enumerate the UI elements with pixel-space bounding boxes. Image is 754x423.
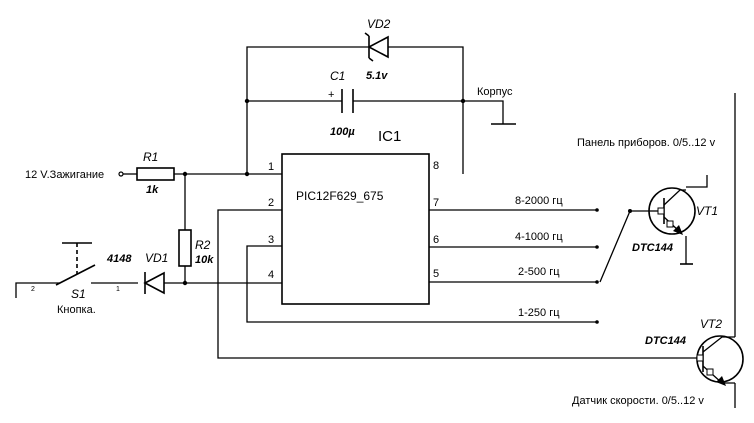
- output-label-4-1000: 4-1000 гц: [515, 231, 563, 243]
- output-label-1-250: 1-250 гц: [518, 307, 560, 319]
- c1-plus: +: [328, 89, 334, 101]
- sensor-label: Датчик скорости. 0/5..12 v: [572, 395, 704, 407]
- vd2-zener-diode: VD2 5.1v: [364, 17, 391, 82]
- ic1-chip: IC1 PIC12F629_675 1 2 3 4 5 6 7 8: [268, 128, 439, 305]
- c1-ref: C1: [330, 69, 345, 83]
- ic1-pin-1: 1: [268, 161, 274, 173]
- vd2-value: 5.1v: [366, 70, 388, 82]
- ic1-pin-8: 8: [433, 160, 439, 172]
- vt1-transistor: VT1 DTC144: [632, 187, 718, 265]
- vd2-ref: VD2: [367, 17, 391, 31]
- panel-label: Панель приборов. 0/5..12 v: [577, 137, 716, 149]
- junction-dot: [244, 171, 250, 177]
- ic1-pin-7: 7: [433, 197, 439, 209]
- junction-dot: [182, 280, 188, 286]
- input-label: 12 V.Зажигание: [25, 169, 104, 181]
- vd1-ref: VD1: [145, 251, 168, 265]
- right-rail: Панель приборов. 0/5..12 v Датчик скорос…: [572, 93, 736, 408]
- top-wiring: [246, 46, 464, 174]
- vt1-part: DTC144: [632, 242, 673, 254]
- r1-ref: R1: [143, 150, 158, 164]
- r2-resistor: R2 10k: [178, 229, 214, 267]
- s1-button: S1 Кнопка. 2 1: [15, 242, 138, 316]
- s1-pin-1: 1: [116, 286, 120, 293]
- vt2-transistor: VT2 DTC144: [645, 317, 744, 386]
- ic1-pin-3: 3: [268, 234, 274, 246]
- ground-label: Корпус: [477, 86, 513, 98]
- vt2-part: DTC144: [645, 335, 686, 347]
- ic1-part: PIC12F629_675: [296, 189, 384, 203]
- r1-resistor: R1 1k: [136, 150, 175, 196]
- junction-dot: [182, 171, 188, 177]
- ic1-pin-4: 4: [268, 269, 274, 281]
- s1-pin-2: 2: [31, 286, 35, 293]
- ground-symbol: Корпус: [463, 86, 516, 125]
- c1-value: 100µ: [330, 126, 355, 138]
- output-label-2-500: 2-500 гц: [518, 266, 560, 278]
- r2-value: 10k: [195, 254, 214, 266]
- junction-dot: [244, 98, 250, 104]
- output-wiring: [217, 208, 700, 359]
- vt1-ref: VT1: [696, 204, 718, 218]
- vd1-diode: 4148 VD1: [106, 251, 282, 295]
- r1-value: 1k: [146, 184, 159, 196]
- c1-capacitor: C1 + 100µ: [328, 69, 355, 138]
- ic1-pin-6: 6: [433, 234, 439, 246]
- s1-caption: Кнопка.: [57, 304, 96, 316]
- vd1-value: 4148: [106, 253, 132, 265]
- r2-ref: R2: [195, 238, 211, 252]
- ic1-ref: IC1: [378, 128, 401, 145]
- s1-ref: S1: [71, 287, 86, 301]
- vt2-ref: VT2: [700, 317, 722, 331]
- input-wiring: 12 V.Зажигание: [25, 169, 282, 283]
- ic1-pin-5: 5: [433, 268, 439, 280]
- ic1-pin-2: 2: [268, 197, 274, 209]
- output-label-8-2000: 8-2000 гц: [515, 195, 563, 207]
